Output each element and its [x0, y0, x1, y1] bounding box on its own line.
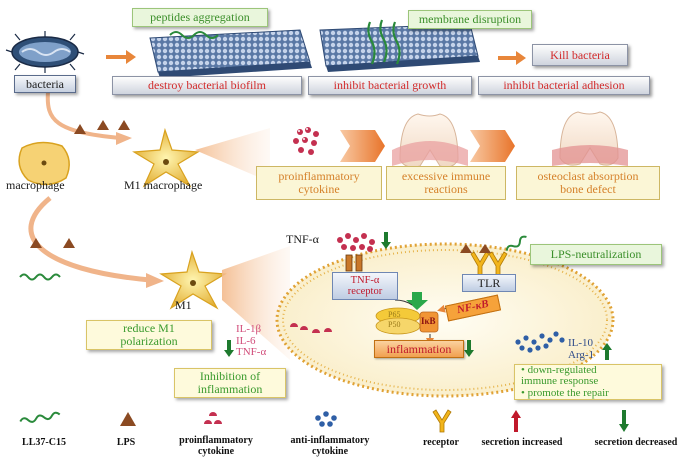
osteoclast-box: osteoclast absorption bone defect	[516, 166, 660, 200]
inhibit-adhesion-label: inhibit bacterial adhesion	[478, 76, 650, 95]
tnf-cytokine-cluster	[337, 233, 375, 252]
bacteria-icon	[5, 31, 85, 73]
legend-proinflammatory-label: proinflammatory cytokine	[179, 435, 253, 457]
p50-label: P50	[388, 320, 401, 329]
legend-lps-label: LPS	[116, 437, 136, 448]
inhibit-growth-label: inhibit bacterial growth	[308, 76, 472, 95]
m1-macrophage-cell	[132, 127, 200, 188]
nfkb-complex	[375, 307, 439, 335]
bacteria-label: bacteria	[14, 75, 76, 93]
proinflammatory-cytokine-cluster	[293, 127, 319, 155]
kill-bacteria-label: Kill bacteria	[532, 44, 628, 66]
proinflammatory-cytokine-box: proinflammatory cytokine	[256, 166, 382, 200]
membrane-growth-icon	[319, 19, 480, 72]
excessive-immune-box: excessive immune reactions	[386, 166, 506, 200]
legend-secretion-decreased-label: secretion decreased	[594, 437, 678, 448]
tlr-box: TLR	[462, 274, 516, 292]
membrane-biofilm-icon	[149, 29, 312, 78]
legend-secretion-increased-icon	[511, 410, 521, 432]
m1-cell-lower	[159, 249, 227, 310]
legend-ll37-icon	[19, 411, 61, 423]
anti-inflammatory-cytokine-cluster	[515, 331, 565, 353]
lps-neutralization-label: LPS-neutralization	[530, 244, 662, 265]
tnf-receptor-box: TNF-α receptor	[332, 272, 398, 300]
membrane-disruption-label: membrane disruption	[408, 10, 532, 29]
macrophage-label: macrophage	[6, 178, 65, 192]
il10-arg1-label: IL-10 Arg-1	[568, 337, 595, 361]
curve-to-m1	[45, 91, 121, 140]
cytokines-released-left	[290, 323, 332, 333]
tooth-inflamed-icon	[392, 113, 468, 168]
legend-ll37-label: LL37-C15	[22, 437, 66, 448]
arrow-to-kill	[498, 51, 526, 65]
peptides-aggregation-label: peptides aggregation	[132, 8, 268, 27]
tnf-receptor-icon	[345, 254, 363, 272]
m1-macrophage-label: M1 macrophage	[124, 178, 203, 192]
p65-label: P65	[388, 310, 401, 319]
secretion-increased-arrow-il10	[602, 343, 612, 360]
m1-label: M1	[175, 298, 192, 312]
lps-triangles-top	[74, 120, 130, 134]
legend-anti-inflammatory-icon	[315, 411, 337, 427]
inflammation-label: inflammation	[374, 340, 464, 358]
cytokine-list-left: IL-1β IL-6 TNF-α	[236, 323, 267, 359]
ikb-label: IκB	[421, 316, 436, 326]
tlr-receptor-icon	[470, 251, 508, 276]
destroy-biofilm-label: destroy bacterial biofilm	[112, 76, 302, 95]
reduce-m1-box: reduce M1 polarization	[86, 320, 212, 350]
legend-receptor-label: receptor	[423, 437, 459, 448]
tooth-bone-defect-icon	[552, 111, 628, 166]
legend-lps-icon	[120, 412, 136, 426]
legend-proinflammatory-icon	[204, 412, 222, 424]
inhibition-box: Inhibition of inflammation	[174, 368, 286, 398]
lps-near-tlr	[460, 244, 491, 253]
lps-triangles-lower	[30, 238, 75, 248]
legend-anti-inflammatory-label: anti-inflammatory cytokine	[290, 435, 370, 457]
secretion-decreased-arrow-il	[224, 340, 234, 357]
signal-down-arrow	[406, 292, 428, 310]
arrow-to-biofilm	[106, 50, 136, 64]
secretion-decreased-arrow-tnf	[381, 232, 391, 249]
tnf-alpha-top-label: TNF-α	[286, 232, 319, 246]
down-regulated-box: • down-regulated immune response • promo…	[514, 364, 662, 400]
secretion-decreased-arrow-inflammation	[464, 340, 474, 357]
legend-secretion-decreased-icon	[619, 410, 629, 432]
chevron-arrow-2	[470, 130, 515, 162]
macrophage-cell	[18, 141, 70, 186]
curve-to-m1-lower	[28, 196, 151, 283]
chevron-arrow-1	[340, 130, 385, 162]
ll37-peptide-icon	[19, 273, 61, 281]
legend-receptor-icon	[432, 409, 452, 433]
m1-lower-beam	[222, 246, 290, 360]
ll37-peptide-near-lps	[505, 235, 527, 251]
m1-secretion-beam	[195, 128, 270, 182]
legend-secretion-increased-label: secretion increased	[481, 437, 563, 448]
